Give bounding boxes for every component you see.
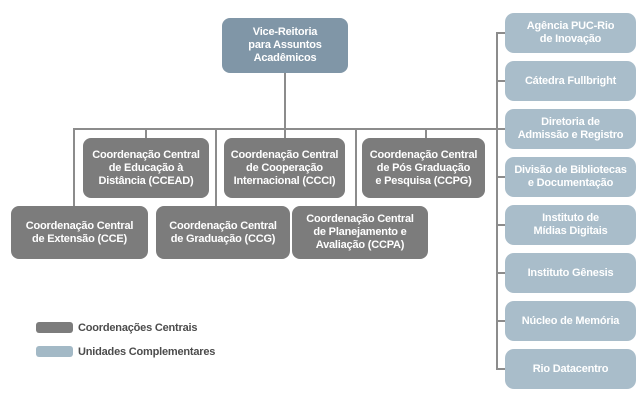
connector-stub-unit-6 [496, 272, 506, 274]
connector-drop-ccpa [355, 128, 357, 206]
connector-stub-unit-7 [496, 320, 506, 322]
connector-drop-ccci [284, 128, 286, 138]
org-box-instituto-genesis: Instituto Gênesis [505, 253, 636, 293]
org-box-ccpa: Coordenação Central de Planejamento e Av… [292, 206, 428, 259]
org-box-cce: Coordenação Central de Extensão (CCE) [11, 206, 148, 259]
org-box-catedra-fullbright: Cátedra Fullbright [505, 61, 636, 101]
org-box-label: Diretoria de Admissão e Registro [517, 116, 624, 141]
org-box-label: Núcleo de Memória [521, 314, 620, 327]
connector-stub-unit-2 [496, 80, 506, 82]
org-box-diretoria-admissao: Diretoria de Admissão e Registro [505, 109, 636, 149]
org-box-label: Coordenação Central de Graduação (CCG) [169, 219, 277, 245]
org-box-ccci: Coordenação Central de Cooperação Intern… [224, 138, 345, 198]
org-box-label: Agência PUC-Rio de Inovação [526, 20, 615, 45]
connector-drop-ccg [215, 128, 217, 206]
org-box-ccpg: Coordenação Central de Pós Graduação e P… [362, 138, 485, 198]
org-box-label: Coordenação Central de Extensão (CCE) [25, 219, 134, 245]
legend-label-unidades: Unidades Complementares [78, 346, 216, 358]
org-box-label: Coordenação Central de Pós Graduação e P… [369, 148, 478, 187]
org-box-rio-datacentro: Rio Datacentro [505, 349, 636, 389]
org-box-label: Divisão de Bibliotecas e Documentação [514, 164, 627, 189]
legend-swatch-coordenacoes [36, 322, 73, 333]
connector-main-bus [74, 128, 498, 130]
connector-stub-unit-8 [496, 368, 506, 370]
org-box-instituto-midias: Instituto de Mídias Digitais [505, 205, 636, 245]
connector-drop-ccpg [425, 128, 427, 138]
org-box-ccead: Coordenação Central de Educação à Distân… [83, 138, 209, 198]
connector-root-drop [284, 73, 286, 128]
connector-stub-unit-4 [496, 176, 506, 178]
connector-stub-unit-1 [496, 32, 506, 34]
connector-drop-cce [73, 128, 75, 206]
org-box-label: Coordenação Central de Educação à Distân… [92, 148, 200, 187]
org-box-label: Cátedra Fullbright [524, 74, 617, 87]
org-box-ccg: Coordenação Central de Graduação (CCG) [156, 206, 290, 259]
org-box-agencia-puc-rio: Agência PUC-Rio de Inovação [505, 13, 636, 53]
org-box-label: Coordenação Central de Cooperação Intern… [230, 148, 339, 187]
org-box-label: Instituto Gênesis [527, 266, 614, 279]
connector-right-bus [496, 32, 498, 370]
org-box-label: Rio Datacentro [532, 362, 609, 375]
org-box-label: Coordenação Central de Planejamento e Av… [306, 213, 414, 251]
connector-stub-unit-3 [496, 128, 506, 130]
org-box-label: Instituto de Mídias Digitais [533, 212, 608, 237]
connector-stub-unit-5 [496, 224, 506, 226]
org-box-nucleo-memoria: Núcleo de Memória [505, 301, 636, 341]
connector-drop-ccead [145, 128, 147, 138]
org-box-label: Vice-Reitoria para Assuntos Acadêmicos [248, 26, 322, 64]
org-box-vice-reitoria: Vice-Reitoria para Assuntos Acadêmicos [222, 18, 348, 73]
org-box-divisao-bibliotecas: Divisão de Bibliotecas e Documentação [505, 157, 636, 197]
legend-label-coordenacoes: Coordenações Centrais [78, 322, 198, 334]
legend-swatch-unidades [36, 346, 73, 357]
